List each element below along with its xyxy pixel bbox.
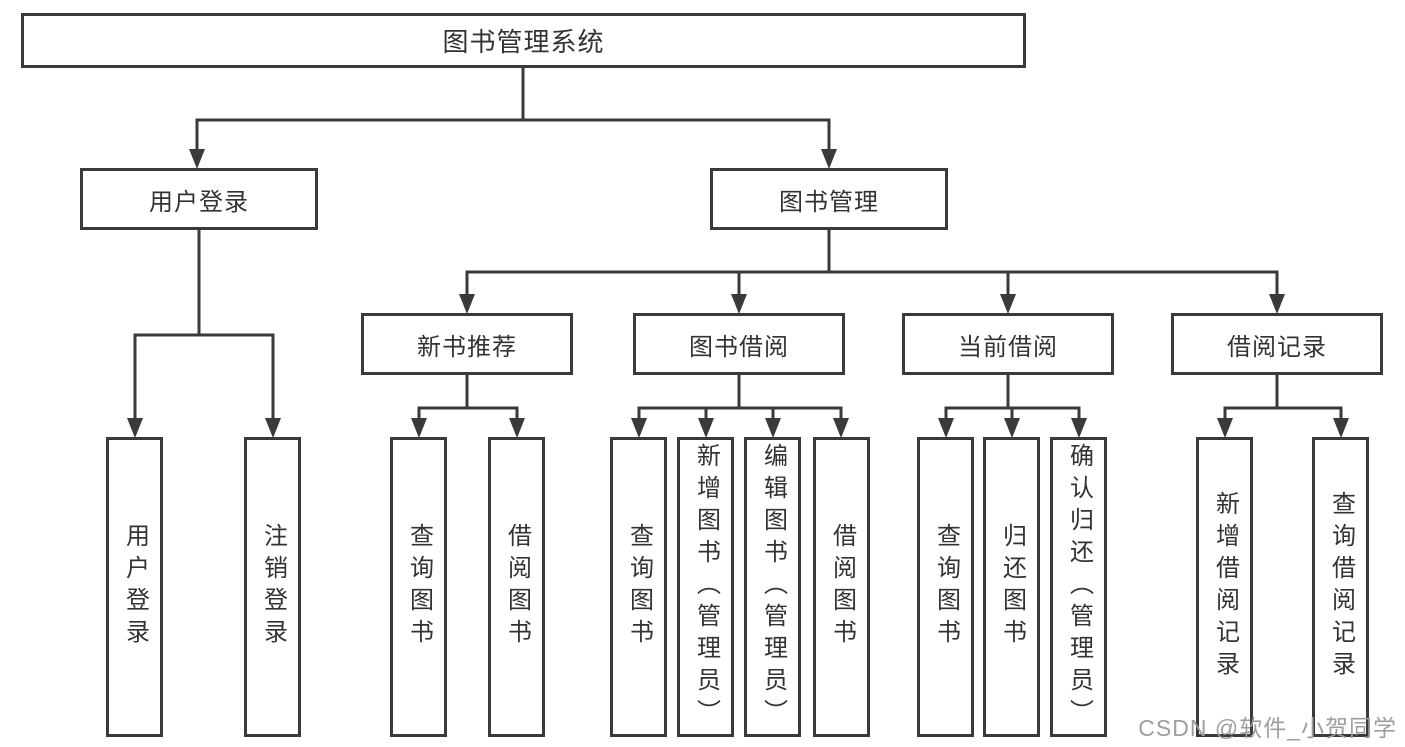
node-borrow-records: 借阅记录 bbox=[1171, 313, 1383, 375]
node-current-borrow: 当前借阅 bbox=[902, 313, 1114, 375]
node-current-borrow-label: 当前借阅 bbox=[958, 333, 1058, 361]
leaf-borrow-add-books-admin-label: 新增图书（管理员） bbox=[692, 443, 720, 731]
leaf-borrow-add-books-admin: 新增图书（管理员） bbox=[677, 437, 734, 737]
leaf-logout-label: 注销登录 bbox=[259, 523, 287, 651]
leaf-logout: 注销登录 bbox=[244, 437, 301, 737]
leaf-newbook-borrow-books-label: 借阅图书 bbox=[503, 523, 531, 651]
leaf-borrow-query-books-label: 查询图书 bbox=[625, 523, 653, 651]
leaf-records-query-record: 查询借阅记录 bbox=[1312, 437, 1369, 737]
node-book-management-label: 图书管理 bbox=[779, 188, 879, 216]
leaf-borrow-edit-books-admin-label: 编辑图书（管理员） bbox=[759, 443, 787, 731]
node-root-label: 图书管理系统 bbox=[442, 27, 605, 57]
leaf-user-login: 用户登录 bbox=[106, 437, 163, 737]
arrowheads bbox=[127, 149, 1349, 438]
leaf-current-query-books-label: 查询图书 bbox=[932, 523, 960, 651]
node-book-management: 图书管理 bbox=[710, 168, 948, 230]
node-root-system: 图书管理系统 bbox=[21, 13, 1026, 68]
node-user-login: 用户登录 bbox=[80, 168, 318, 230]
leaf-borrow-query-books: 查询图书 bbox=[610, 437, 667, 737]
leaf-records-add-record: 新增借阅记录 bbox=[1196, 437, 1253, 737]
leaf-current-return-books-label: 归还图书 bbox=[998, 523, 1026, 651]
node-book-borrow: 图书借阅 bbox=[633, 313, 845, 375]
node-new-book-recommend-label: 新书推荐 bbox=[417, 333, 517, 361]
leaf-current-confirm-return-admin: 确认归还（管理员） bbox=[1050, 437, 1107, 737]
leaf-records-add-record-label: 新增借阅记录 bbox=[1211, 491, 1239, 683]
leaf-current-confirm-return-admin-label: 确认归还（管理员） bbox=[1065, 443, 1093, 731]
leaf-records-query-record-label: 查询借阅记录 bbox=[1327, 491, 1355, 683]
leaf-newbook-query-books-label: 查询图书 bbox=[405, 523, 433, 651]
node-borrow-records-label: 借阅记录 bbox=[1227, 333, 1327, 361]
leaf-current-query-books: 查询图书 bbox=[917, 437, 974, 737]
node-new-book-recommend: 新书推荐 bbox=[361, 313, 573, 375]
leaf-newbook-borrow-books: 借阅图书 bbox=[488, 437, 545, 737]
leaf-borrow-borrow-books: 借阅图书 bbox=[813, 437, 870, 737]
leaf-newbook-query-books: 查询图书 bbox=[390, 437, 447, 737]
leaf-borrow-edit-books-admin: 编辑图书（管理员） bbox=[744, 437, 801, 737]
leaf-user-login-label: 用户登录 bbox=[121, 523, 149, 651]
node-book-borrow-label: 图书借阅 bbox=[689, 333, 789, 361]
leaf-borrow-borrow-books-label: 借阅图书 bbox=[828, 523, 856, 651]
leaf-current-return-books: 归还图书 bbox=[983, 437, 1040, 737]
node-user-login-label: 用户登录 bbox=[149, 188, 249, 216]
csdn-watermark: CSDN @软件_小贺同学 bbox=[1138, 715, 1397, 741]
